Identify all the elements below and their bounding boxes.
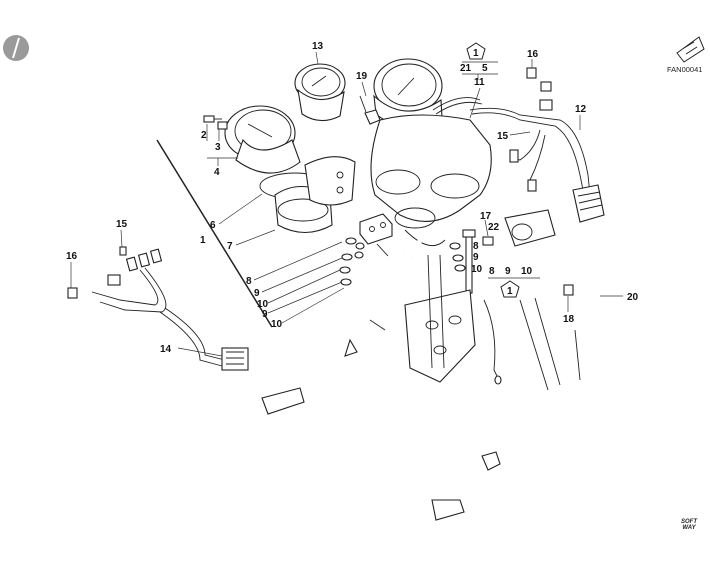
callout-8-left: 8 (246, 276, 252, 287)
nut-17 (482, 236, 494, 246)
instrument-carrier (370, 114, 492, 247)
badge-bottom: 1 (500, 280, 520, 298)
callout-15-left: 15 (116, 219, 128, 230)
callout-10-left-b: 10 (271, 319, 283, 330)
callout-17: 17 (480, 211, 492, 222)
callout-16-top: 16 (527, 49, 539, 60)
callout-1: 1 (200, 235, 206, 246)
bolt-3 (217, 121, 228, 130)
mounting-frame (261, 209, 602, 521)
callout-8-bottom: 8 (489, 266, 495, 277)
callout-21: 21 (460, 63, 472, 74)
view-direction-icon (676, 36, 705, 63)
callout-16-left: 16 (66, 251, 78, 262)
callout-10-left-a: 10 (257, 299, 269, 310)
callout-13: 13 (312, 41, 324, 52)
left-bracket-plate (304, 156, 356, 206)
drawing-code: FAN00041 (667, 65, 703, 74)
svg-text:1: 1 (507, 286, 513, 297)
callout-14: 14 (160, 344, 172, 355)
leader-lines (70, 51, 623, 357)
connector-16-top (526, 67, 552, 92)
callout-5: 5 (482, 63, 488, 74)
callout-22: 22 (488, 222, 500, 233)
callout-9-left-b: 9 (262, 309, 268, 320)
section-marker-icon (3, 35, 29, 61)
callout-9-bottom: 9 (505, 266, 511, 277)
callout-9-left-a: 9 (254, 288, 260, 299)
callout-18: 18 (563, 314, 575, 325)
group-line (156, 139, 273, 328)
callout-12: 12 (575, 104, 587, 115)
washer-stack-left (339, 237, 365, 286)
callout-10-bottom: 10 (521, 266, 533, 277)
wiring-harness-12 (469, 99, 605, 223)
small-connector-block (359, 213, 393, 257)
callout-20: 20 (627, 292, 639, 303)
callout-4: 4 (214, 167, 220, 178)
brand-line-1: SOFT (681, 519, 697, 525)
callout-6: 6 (210, 220, 216, 231)
callout-3: 3 (215, 142, 221, 153)
callout-19: 19 (356, 71, 368, 82)
svg-text:1: 1 (473, 48, 479, 59)
bolt-2 (203, 115, 222, 123)
callout-labels: 13 19 21 5 11 16 12 15 2 3 4 6 1 7 8 9 1… (66, 41, 639, 355)
callout-10-right: 10 (471, 264, 483, 275)
callout-7: 7 (227, 241, 233, 252)
bolt-18 (563, 284, 574, 296)
badge-top: 1 (466, 42, 486, 60)
sensor-19 (359, 95, 381, 125)
callout-9-right: 9 (473, 252, 479, 263)
wiring-harness-14 (67, 248, 249, 371)
callout-11: 11 (474, 77, 485, 88)
plug-15-left (119, 246, 127, 256)
callout-2: 2 (201, 130, 207, 141)
brand-logo: SOFT WAY (672, 519, 706, 531)
callout-15-top: 15 (497, 131, 509, 142)
washer-stack-right (449, 242, 466, 272)
brand-line-2: WAY (682, 525, 696, 531)
small-top-gauge (294, 63, 346, 122)
callout-8-right: 8 (473, 241, 479, 252)
left-gauge (224, 105, 301, 174)
